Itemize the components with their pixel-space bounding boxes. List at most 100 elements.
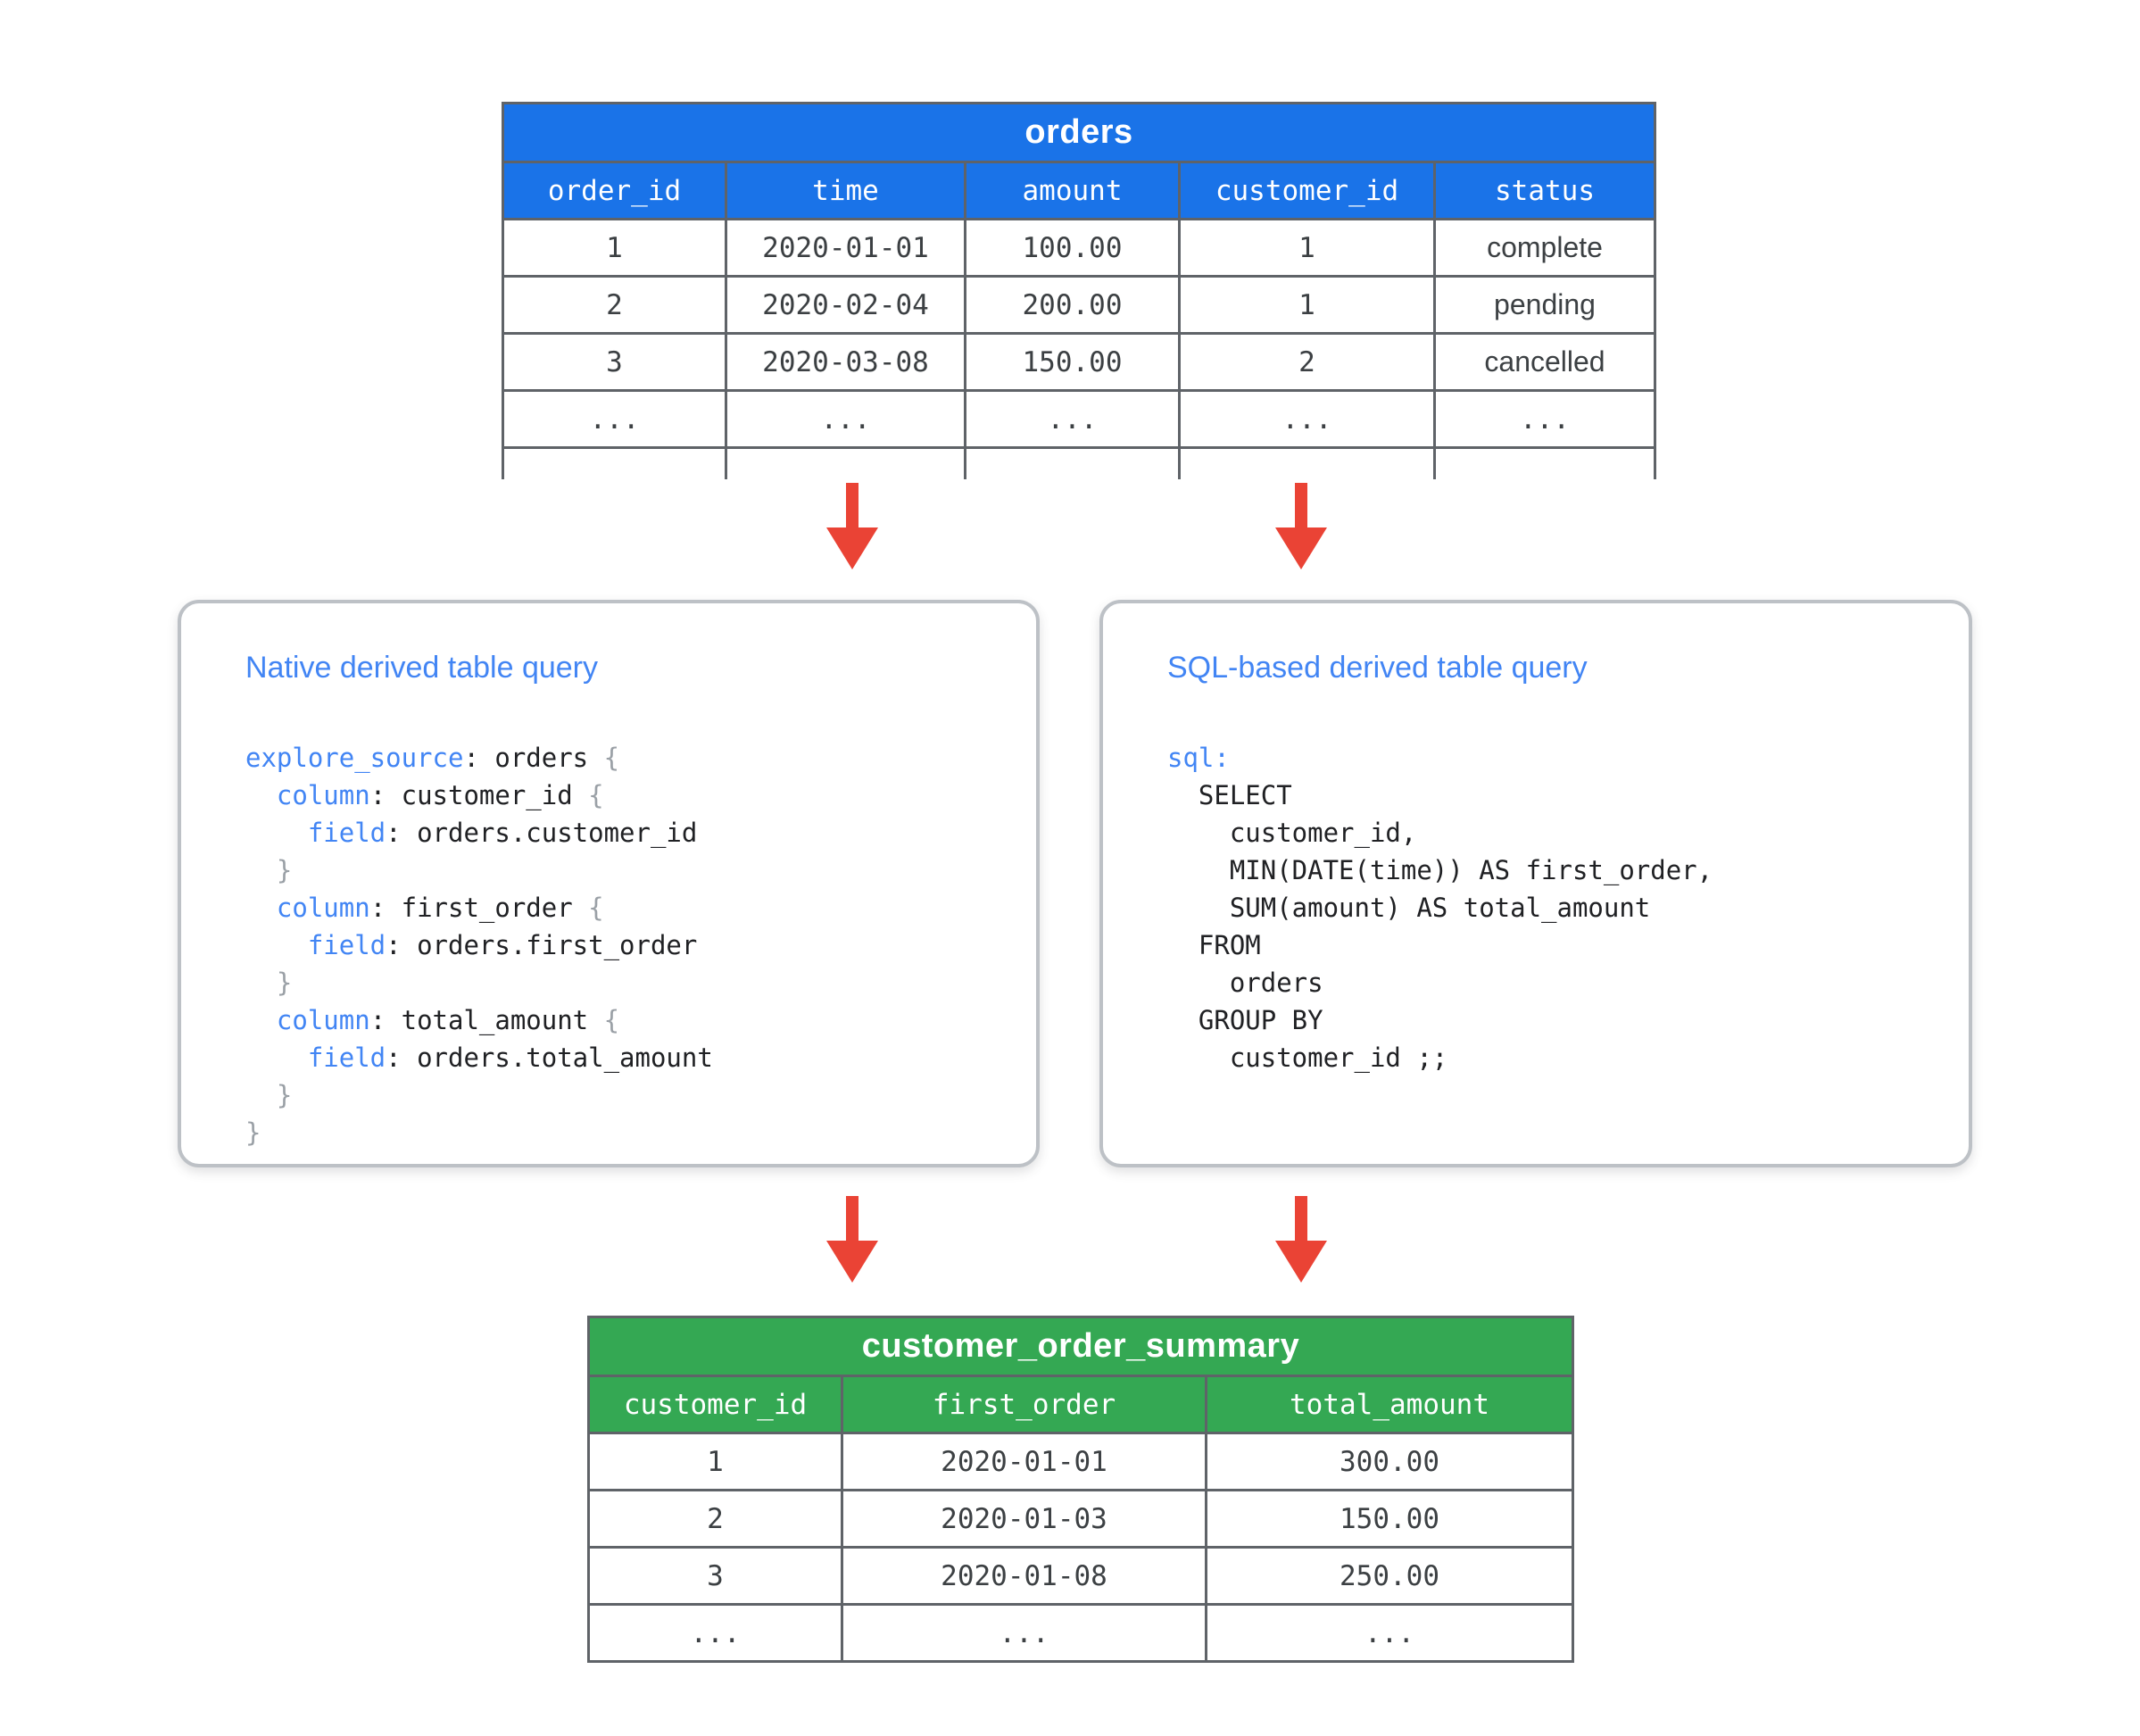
code-token-tx bbox=[245, 930, 308, 960]
code-token-pu: : bbox=[463, 743, 479, 773]
code-line: column: customer_id { bbox=[245, 777, 1000, 814]
arrow-head bbox=[826, 527, 878, 569]
table-cell: 2020-01-08 bbox=[843, 1549, 1207, 1606]
code-line: } bbox=[245, 964, 1000, 1001]
table-cell: ... bbox=[966, 392, 1181, 449]
orders-column-header: time bbox=[727, 163, 966, 220]
table-row: ......... bbox=[590, 1606, 1572, 1660]
code-line: explore_source: orders { bbox=[245, 739, 1000, 777]
code-line: customer_id ;; bbox=[1167, 1039, 1933, 1076]
code-line: sql: bbox=[1167, 739, 1933, 777]
arrow-shaft bbox=[846, 483, 858, 527]
code-token-tx bbox=[245, 893, 277, 923]
arrow-down-icon bbox=[1275, 483, 1327, 569]
code-token-tx bbox=[245, 818, 308, 848]
code-line: MIN(DATE(time)) AS first_order, bbox=[1167, 851, 1933, 889]
table-cell: ... bbox=[1436, 392, 1654, 449]
code-token-br: { bbox=[588, 893, 604, 923]
code-token-tx bbox=[245, 1005, 277, 1035]
table-cell: 100.00 bbox=[966, 220, 1181, 278]
table-cell: 300.00 bbox=[1207, 1434, 1572, 1491]
code-line: SELECT bbox=[1167, 777, 1933, 814]
code-token-pu: : bbox=[369, 893, 386, 923]
table-cell: 2020-02-04 bbox=[727, 278, 966, 335]
code-token-tx: GROUP BY bbox=[1167, 1005, 1323, 1035]
sql-box-title: SQL-based derived table query bbox=[1167, 651, 1588, 685]
table-cell: 150.00 bbox=[1207, 1491, 1572, 1549]
arrow-down-icon bbox=[826, 1196, 878, 1283]
code-token-tx: SELECT bbox=[1167, 780, 1292, 810]
table-cell: 200.00 bbox=[966, 278, 1181, 335]
table-cell: ... bbox=[1207, 1606, 1572, 1660]
table-cell: 1 bbox=[504, 220, 727, 278]
code-token-tx: SUM(amount) AS total_amount bbox=[1167, 893, 1651, 923]
code-token-tx: customer_id, bbox=[1167, 818, 1417, 848]
table-cell: 2020-01-01 bbox=[727, 220, 966, 278]
cutoff-cell bbox=[727, 449, 966, 479]
summary-column-header: first_order bbox=[843, 1377, 1207, 1434]
table-cell: ... bbox=[1181, 392, 1436, 449]
arrow-down-icon bbox=[826, 483, 878, 569]
code-line: SUM(amount) AS total_amount bbox=[1167, 889, 1933, 926]
code-token-br: { bbox=[588, 780, 604, 810]
table-cell: ... bbox=[843, 1606, 1207, 1660]
native-box-title: Native derived table query bbox=[245, 651, 599, 685]
summary-table: customer_order_summary customer_id first… bbox=[587, 1316, 1574, 1663]
code-token-tx bbox=[245, 855, 277, 885]
code-token-tx bbox=[245, 780, 277, 810]
native-derived-table-box: Native derived table query explore_sourc… bbox=[178, 600, 1040, 1167]
table-cell: 2020-01-03 bbox=[843, 1491, 1207, 1549]
code-line: customer_id, bbox=[1167, 814, 1933, 851]
table-cell: ... bbox=[590, 1606, 843, 1660]
orders-header-row: order_id time amount customer_id status bbox=[504, 163, 1654, 220]
table-cell: 150.00 bbox=[966, 335, 1181, 392]
code-token-kw: sql: bbox=[1167, 743, 1230, 773]
code-token-br: } bbox=[276, 855, 293, 885]
arrow-head bbox=[826, 1241, 878, 1283]
summary-column-header: total_amount bbox=[1207, 1377, 1572, 1434]
code-token-tx: MIN(DATE(time)) AS first_order, bbox=[1167, 855, 1713, 885]
table-cell: complete bbox=[1436, 220, 1654, 278]
cutoff-cell bbox=[966, 449, 1181, 479]
code-token-tx: orders.first_order bbox=[401, 930, 698, 960]
arrow-head bbox=[1275, 1241, 1327, 1283]
arrow-down-icon bbox=[1275, 1196, 1327, 1283]
table-cell: 2 bbox=[504, 278, 727, 335]
code-token-br: { bbox=[603, 743, 620, 773]
arrow-head bbox=[1275, 527, 1327, 569]
code-token-br: } bbox=[276, 968, 293, 998]
code-line: column: total_amount { bbox=[245, 1001, 1000, 1039]
code-token-tx: orders bbox=[1167, 968, 1323, 998]
code-token-tx bbox=[245, 968, 277, 998]
code-token-kw: column bbox=[276, 780, 370, 810]
code-line: } bbox=[245, 1114, 1000, 1151]
code-token-tx bbox=[245, 1042, 308, 1073]
code-token-pu: : bbox=[369, 1005, 386, 1035]
summary-header-row: customer_id first_order total_amount bbox=[590, 1377, 1572, 1434]
table-cell: 3 bbox=[504, 335, 727, 392]
code-line: field: orders.first_order bbox=[245, 926, 1000, 964]
code-token-kw: column bbox=[276, 1005, 370, 1035]
table-cell: ... bbox=[727, 392, 966, 449]
orders-column-header: amount bbox=[966, 163, 1181, 220]
sql-derived-table-box: SQL-based derived table query sql: SELEC… bbox=[1099, 600, 1972, 1167]
code-token-tx: orders.total_amount bbox=[401, 1042, 713, 1073]
orders-table: orders order_id time amount customer_id … bbox=[502, 102, 1656, 479]
table-cell: 3 bbox=[590, 1549, 843, 1606]
code-token-tx: customer_id ;; bbox=[1167, 1042, 1448, 1073]
table-cell: 1 bbox=[1181, 278, 1436, 335]
table-cell: pending bbox=[1436, 278, 1654, 335]
code-line: field: orders.total_amount bbox=[245, 1039, 1000, 1076]
table-cell: 2020-03-08 bbox=[727, 335, 966, 392]
code-token-pu: : bbox=[386, 1042, 402, 1073]
table-cell: 1 bbox=[590, 1434, 843, 1491]
table-cell: 250.00 bbox=[1207, 1549, 1572, 1606]
code-line: field: orders.customer_id bbox=[245, 814, 1000, 851]
table-cell: 2 bbox=[1181, 335, 1436, 392]
code-token-tx: orders.customer_id bbox=[401, 818, 698, 848]
